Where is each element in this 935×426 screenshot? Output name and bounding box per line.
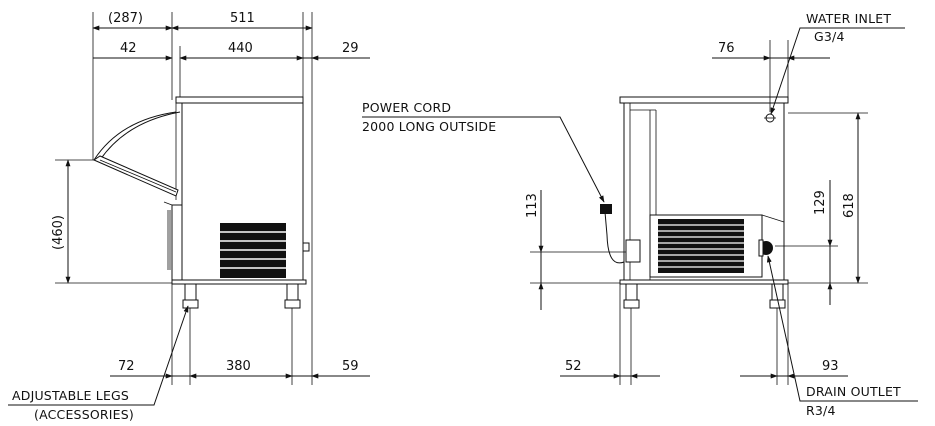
power-plug <box>600 204 612 214</box>
door-swing-arc <box>93 111 177 161</box>
dim-inlet-offset: 76 <box>718 41 735 56</box>
dim-inlet-height: 129 <box>813 190 828 215</box>
leg-rear <box>284 283 301 309</box>
dim-front-leg: 72 <box>118 359 135 374</box>
dim-leg-span: 380 <box>226 359 251 374</box>
label-drain-outlet-size: R3/4 <box>806 403 836 418</box>
condenser-grille <box>658 219 744 273</box>
adjustable-legs-leader <box>8 305 189 406</box>
dim-body-depth: 440 <box>228 41 253 56</box>
dim-left-offset: 42 <box>120 41 137 56</box>
rear-leg-right <box>769 283 786 309</box>
rear-top-lid <box>619 96 789 104</box>
rear-leg-left <box>623 283 640 309</box>
side-view: (287) 511 42 440 29 (460) <box>8 11 370 422</box>
power-cord <box>604 211 625 264</box>
water-inlet-leader <box>770 27 905 115</box>
label-adjustable-legs: ADJUSTABLE LEGS <box>12 388 129 403</box>
cord-box <box>625 239 641 263</box>
label-water-inlet: WATER INLET <box>806 11 891 26</box>
dim-overall-height: 618 <box>842 193 857 218</box>
label-water-inlet-size: G3/4 <box>814 29 845 44</box>
dim-overall-depth: 511 <box>230 11 255 26</box>
power-cord-leader <box>362 116 605 203</box>
label-power-cord-length: 2000 LONG OUTSIDE <box>362 119 496 134</box>
label-drain-outlet: DRAIN OUTLET <box>806 384 901 399</box>
dim-rear-offset: 29 <box>342 41 359 56</box>
dim-cord-height: 113 <box>525 193 540 218</box>
label-accessories: (ACCESSORIES) <box>34 407 134 422</box>
dim-rear-leg: 59 <box>342 359 359 374</box>
leg-front <box>182 283 199 309</box>
label-power-cord: POWER CORD <box>362 100 451 115</box>
dim-door-height: (460) <box>51 215 66 250</box>
dim-door-swing: (287) <box>108 11 143 26</box>
dim-right-leg: 93 <box>822 359 839 374</box>
dim-left-leg: 52 <box>565 359 582 374</box>
top-lid <box>175 96 304 104</box>
rear-view: 76 WATER INLET G3/4 POWER CORD 2000 LONG… <box>362 11 918 418</box>
drain-outlet-leader <box>766 255 918 402</box>
